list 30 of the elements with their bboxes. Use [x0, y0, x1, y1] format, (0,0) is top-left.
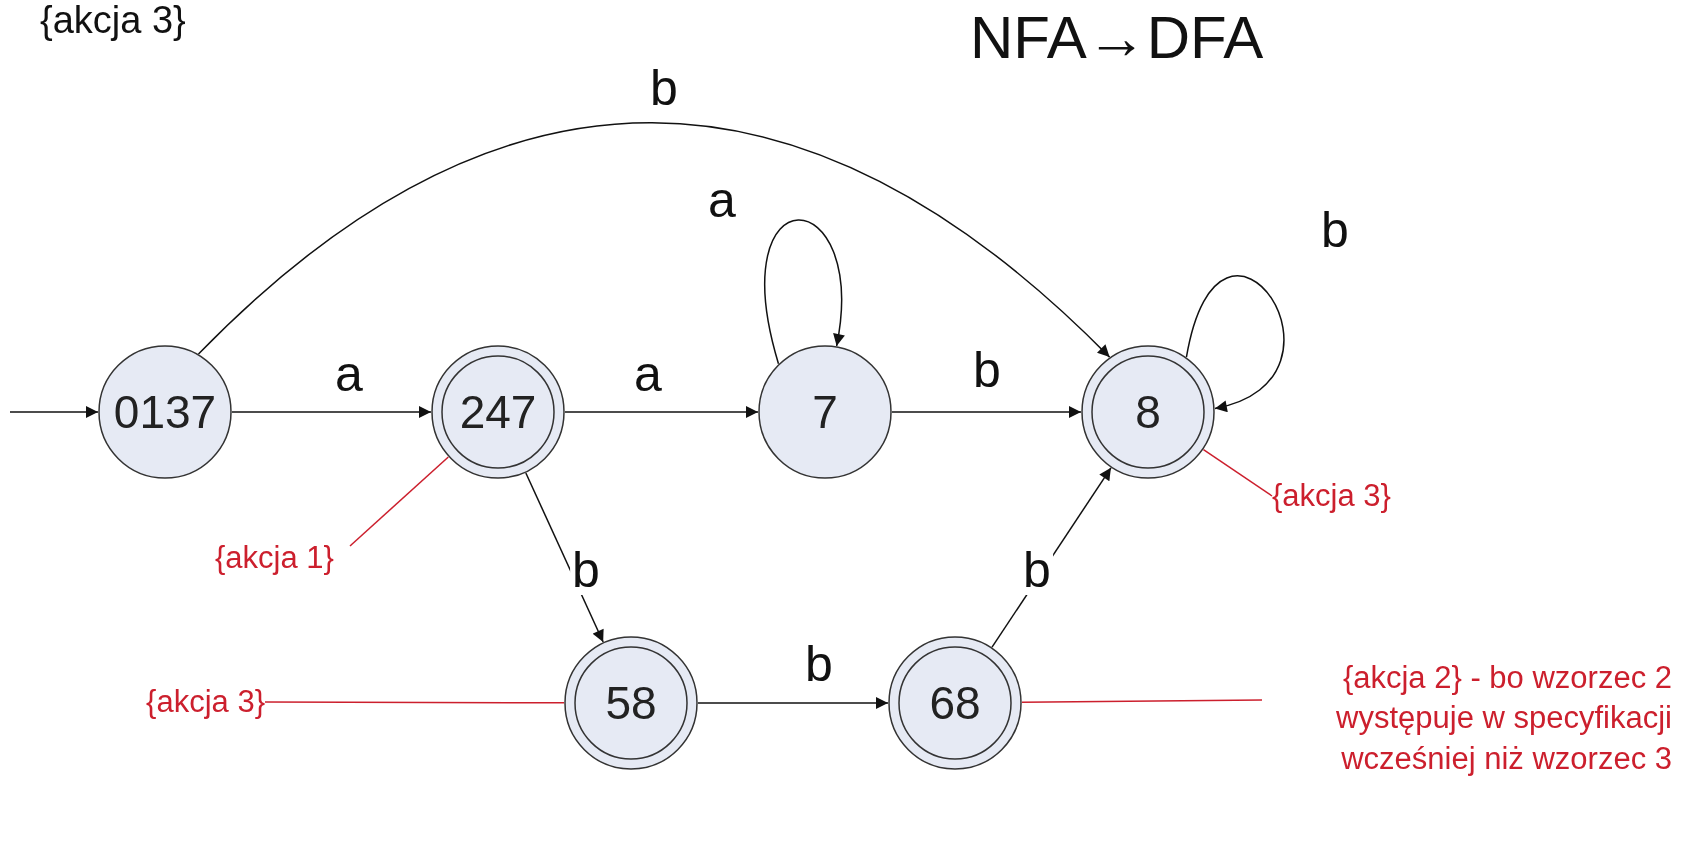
- state-name: 7: [812, 389, 838, 435]
- leader-line: [1021, 699, 1263, 704]
- state-circle: [98, 345, 232, 479]
- accepting-state-circle: [888, 636, 1022, 770]
- transition-arrow: [764, 219, 845, 365]
- accepting-state-circle: [564, 636, 698, 770]
- annotation-text: {akcja 3}: [40, 0, 186, 42]
- annotation-text: {akcja 3}: [140, 682, 265, 723]
- transition-arrow: [231, 406, 432, 418]
- transition-arrow: [9, 406, 99, 418]
- state-name: 58: [605, 680, 657, 726]
- annotation-text: {akcja 1}: [215, 538, 350, 579]
- state-name: 247: [459, 389, 537, 435]
- leader-line: [349, 456, 450, 547]
- leader-line: [264, 701, 565, 704]
- diagram-title: NFA→DFA: [970, 8, 1264, 68]
- annotation-text: {akcja 2} - bo wzorzec 2 występuje w specyfikacji wcześniej niż wzorzec 3: [1262, 658, 1672, 779]
- annotation-text: {akcja 3}: [1272, 476, 1407, 517]
- transition-arrow: [564, 406, 759, 418]
- leader-line: [1202, 448, 1273, 497]
- transition-arrow: [697, 697, 889, 709]
- transition-arrow: [1185, 275, 1285, 411]
- accepting-state-circle: [431, 345, 565, 479]
- state-name: 8: [1135, 389, 1161, 435]
- transition-arrow: [197, 122, 1111, 358]
- state-circle: [758, 345, 892, 479]
- state-name: 0137: [113, 389, 217, 435]
- transition-arrow: [891, 406, 1082, 418]
- state-name: 68: [929, 680, 981, 726]
- accepting-state-circle: [1081, 345, 1215, 479]
